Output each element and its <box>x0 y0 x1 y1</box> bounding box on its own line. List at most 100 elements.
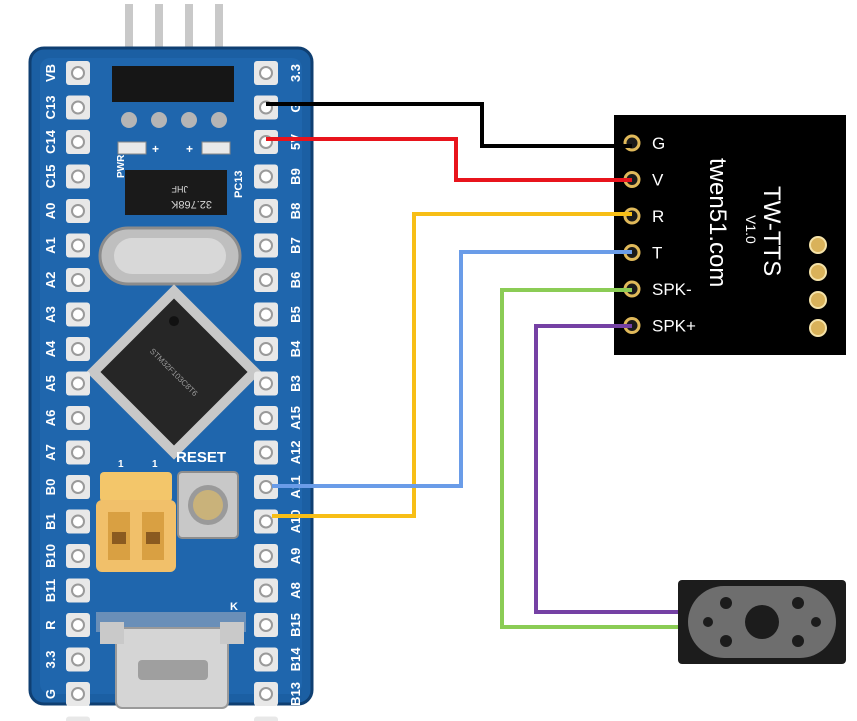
left-pin-hole-center <box>71 445 85 460</box>
left-pin-label: A5 <box>43 375 58 392</box>
right-pin-hole-center <box>259 445 273 460</box>
jumper-label-2: 1 <box>152 459 158 470</box>
right-pin-hole-center <box>259 583 273 598</box>
wire-v <box>266 137 632 182</box>
right-pin-labels: 3.3G5VB9B8B7B6B5B4B3A15A12A11A10A9A8B15B… <box>288 64 303 721</box>
right-pin-hole-center <box>259 238 273 253</box>
right-pin-label: G <box>288 102 303 112</box>
left-pin-label: A4 <box>43 340 58 357</box>
left-pin-label: A6 <box>43 410 58 427</box>
left-pin-hole-center <box>71 204 85 218</box>
wire-group <box>266 102 678 629</box>
left-pin-hole-center <box>71 687 85 701</box>
reset-label: RESET <box>176 449 226 466</box>
pc13-label: PC13 <box>233 170 245 198</box>
wire-g <box>266 102 632 148</box>
right-pin-label: B4 <box>288 340 303 357</box>
right-pin-label: B15 <box>288 613 303 637</box>
right-pin-hole-center <box>259 376 273 391</box>
right-pin-hole-center <box>259 411 273 425</box>
module-name: TW-TTS <box>758 186 785 276</box>
right-pin-hole-center <box>259 66 273 80</box>
pwr-label: PWR <box>116 154 127 178</box>
right-pin-label: 5V <box>288 134 303 150</box>
wire-t <box>272 250 632 488</box>
left-pin-label: A1 <box>43 237 58 254</box>
left-pin-hole-center <box>71 480 85 494</box>
right-pin-hole-center <box>259 652 273 667</box>
left-pin-hole-center <box>71 307 85 322</box>
module-pin-label: T <box>652 244 662 263</box>
right-pin-hole-center <box>259 514 273 529</box>
left-pin-hole-center <box>71 549 85 563</box>
right-pin-hole-center <box>259 618 273 632</box>
left-pin-label: A2 <box>43 272 58 289</box>
top-header-housing <box>112 66 234 102</box>
jumper-label-1: 1 <box>118 459 124 470</box>
left-pin-label: R <box>43 620 58 630</box>
plus-mark-2: + <box>186 142 193 156</box>
left-pin-hole <box>66 716 90 721</box>
reset-button[interactable] <box>177 471 239 539</box>
left-pin-label: A3 <box>43 306 58 323</box>
right-pin-label: A9 <box>288 548 303 565</box>
micro-usb-port[interactable] <box>96 612 246 709</box>
left-pin-label: B1 <box>43 513 58 530</box>
right-pin-label: B9 <box>288 168 303 185</box>
crystal-label: 32.768K <box>170 198 212 210</box>
left-pin-hole-center <box>71 342 85 356</box>
left-pin-hole-center <box>71 376 85 391</box>
right-pin-label: B13 <box>288 682 303 706</box>
module-side-pads <box>809 236 827 337</box>
k-label: K <box>230 601 238 613</box>
left-pin-label: B0 <box>43 479 58 496</box>
left-pin-hole-center <box>71 618 85 632</box>
left-pin-hole-center <box>71 169 85 184</box>
module-url: twen51.com <box>704 158 731 287</box>
left-pin-label: A0 <box>43 203 58 220</box>
mcu-chip: STM32F103C8T6 <box>86 284 262 460</box>
stm32-board: + + PWR PC13 32.768K JHF STM32F103C8T6 1… <box>28 4 314 721</box>
right-pin-hole-center <box>259 549 273 563</box>
left-pin-hole-center <box>71 583 85 598</box>
wire-spkplus <box>534 324 678 614</box>
right-pin-label: B6 <box>288 272 303 289</box>
speaker <box>678 580 846 664</box>
left-pin-hole-center <box>71 273 85 287</box>
pwr-led <box>117 141 147 155</box>
left-pin-label: A7 <box>43 444 58 461</box>
crystal-sub: JHF <box>171 184 188 194</box>
left-pin-label: B10 <box>43 544 58 568</box>
module-body <box>614 115 846 355</box>
left-pin-hole-center <box>71 411 85 425</box>
right-pin-hole-center <box>259 307 273 322</box>
right-pin-label: B3 <box>288 375 303 392</box>
module-pin-label: SPK- <box>652 280 692 299</box>
right-pin-label: B12 <box>288 717 303 721</box>
left-pin-labels: VBC13C14C15A0A1A2A3A4A5A6A7B0B1B10B11R3.… <box>43 64 58 699</box>
left-pin-label: B11 <box>43 579 58 602</box>
boot-jumpers: 1 1 <box>96 459 176 572</box>
left-pin-hole-center <box>71 238 85 253</box>
wire-r <box>272 212 632 518</box>
module-pin-label: V <box>652 171 664 190</box>
right-pin-hole-center <box>259 204 273 218</box>
left-pin-label: C15 <box>43 165 58 189</box>
pc13-led <box>201 141 231 155</box>
right-pin-hole <box>254 716 278 721</box>
right-pin-hole-center <box>259 169 273 184</box>
module-version: V1.0 <box>743 215 759 244</box>
right-pin-hole-center <box>259 342 273 356</box>
left-pin-hole-center <box>71 135 85 149</box>
right-pin-label: A10 <box>288 510 303 534</box>
right-pin-label: A15 <box>288 406 303 430</box>
right-pin-label: B7 <box>288 237 303 254</box>
left-pin-label: 3.3 <box>43 650 58 668</box>
module-pin-label: SPK+ <box>652 317 696 336</box>
left-pin-label: C14 <box>43 129 58 154</box>
right-pin-hole-center <box>259 687 273 701</box>
right-pin-label: 3.3 <box>288 64 303 82</box>
right-pin-hole-center <box>259 480 273 494</box>
